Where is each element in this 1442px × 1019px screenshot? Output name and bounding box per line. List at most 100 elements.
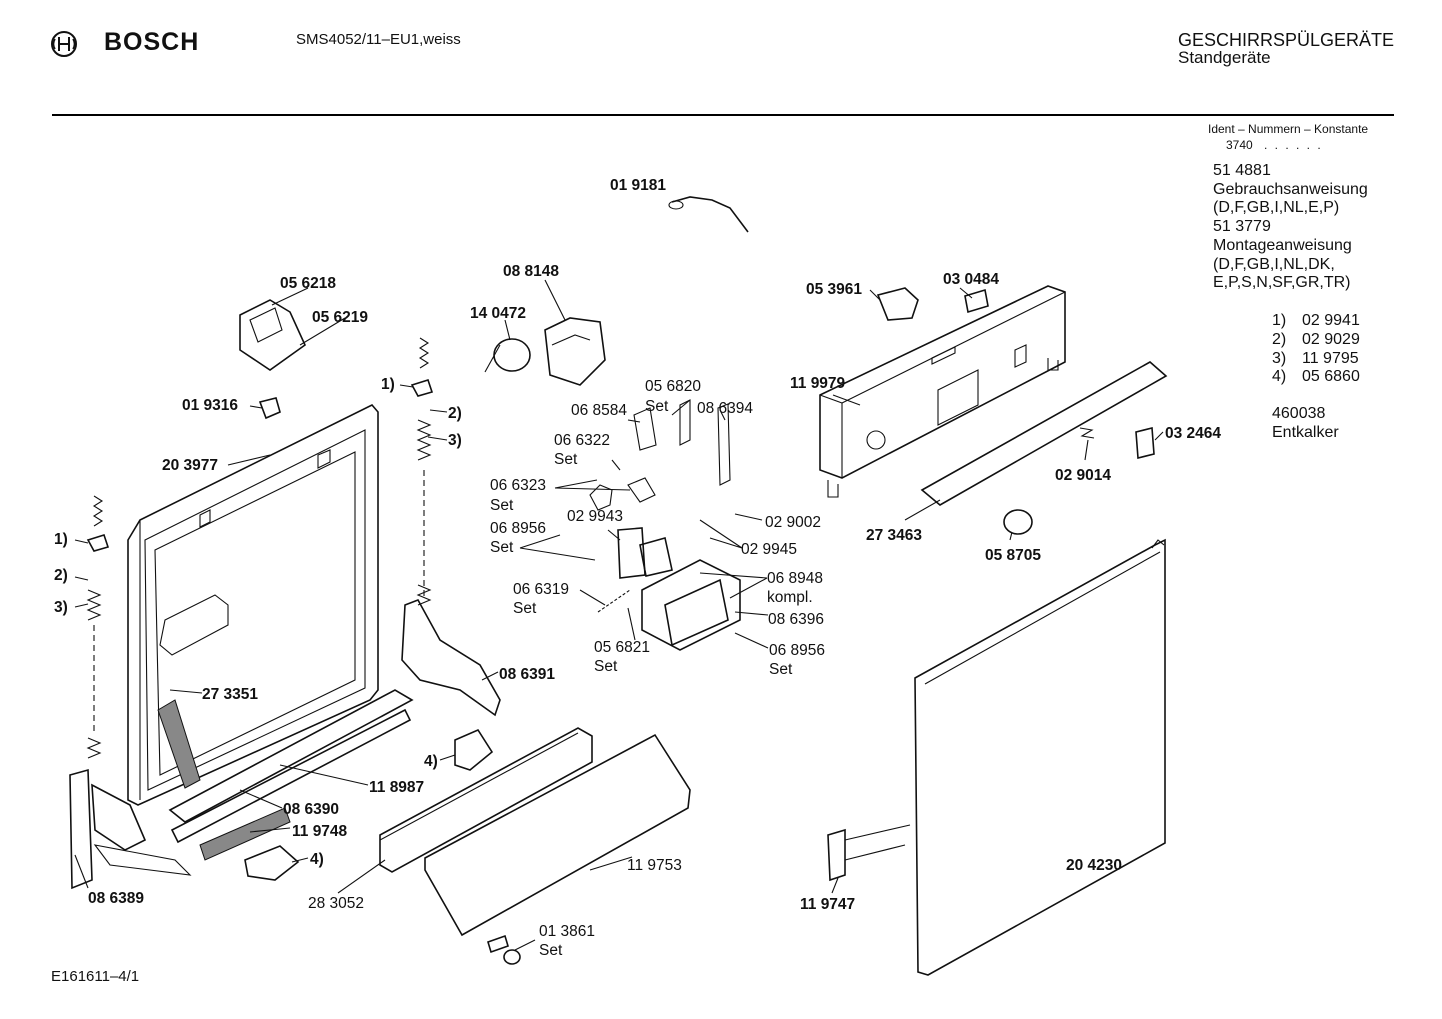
legend-part: 11 9795: [1302, 349, 1359, 367]
descaler-info: 460038 Entkalker: [1272, 405, 1339, 442]
header-divider: [52, 114, 1394, 116]
timer-motor: [544, 317, 606, 386]
legend-row: 3) 11 9795: [1272, 350, 1360, 369]
callout-140472: 14 0472: [470, 305, 526, 322]
callout-086391: 08 6391: [499, 666, 555, 683]
document-line: Gebrauchsanweisung: [1213, 180, 1368, 198]
document-line: 51 3779: [1213, 218, 1271, 236]
callout-066322-set: Set: [554, 451, 578, 468]
callout-118987: 11 8987: [369, 779, 424, 796]
descaler-label: Entkalker: [1272, 423, 1339, 441]
callout-056821-set: Set: [594, 658, 618, 675]
drawing-reference: E161611–4/1: [51, 968, 140, 985]
footnote-ref-2: 2): [448, 405, 462, 422]
inner-door-frame: [127, 404, 379, 806]
clip-019316: [258, 397, 281, 420]
legend-part: 02 9941: [1302, 312, 1360, 329]
footnote-ref-4: 4): [310, 851, 324, 868]
callout-088148: 08 8148: [503, 263, 559, 280]
callout-086396: 08 6396: [768, 611, 824, 628]
callout-068948: 06 8948: [767, 570, 823, 587]
kickplate-283052: [379, 727, 593, 873]
screw-013861: [487, 934, 521, 965]
callout-283052: 28 3052: [308, 895, 364, 912]
callout-086390: 08 6390: [283, 801, 339, 818]
callout-086394: 08 6394: [697, 400, 753, 417]
bottom-rail-118987: [168, 689, 414, 823]
kickplate-119753: [424, 733, 691, 937]
legend-key: 2): [1272, 330, 1287, 348]
clip-030484: [964, 288, 989, 314]
callout-030484: 03 0484: [943, 271, 999, 288]
footnote-legend: 1) 02 9941 2) 02 9029 3) 11 9795 4) 05 6860: [1272, 312, 1360, 387]
callout-056219: 05 6219: [312, 309, 368, 326]
callout-029014: 02 9014: [1055, 467, 1111, 484]
callout-068956-b-set: Set: [769, 661, 793, 678]
hinge-brackets-top: [239, 299, 307, 371]
callout-066322: 06 6322: [554, 432, 610, 449]
callout-labels: 01 9181 08 8148 05 6218 05 6219 14 0472 …: [54, 177, 1221, 959]
legend-row: 4) 05 6860: [1272, 368, 1360, 387]
leader-lines: [74, 279, 1164, 951]
hinge-left: [69, 768, 192, 890]
model-number: SMS4052/11–EU1,weiss: [296, 31, 461, 48]
bosch-armature-icon: [51, 31, 77, 57]
ident-value: 3740: [1226, 138, 1253, 152]
callout-056218: 05 6218: [280, 275, 336, 292]
footnote-ref-3: 3): [54, 599, 68, 616]
footnote-ref-1: 1): [54, 531, 68, 548]
legend-row: 1) 02 9941: [1272, 312, 1360, 331]
callout-013861-set: Set: [539, 942, 563, 959]
legend-part: 05 6860: [1302, 368, 1360, 386]
legend-key: 4): [1272, 368, 1287, 386]
legend-part: 02 9029: [1302, 330, 1360, 348]
document-line: E,P,S,N,SF,GR,TR): [1213, 274, 1351, 292]
button-032464: [1135, 426, 1155, 460]
callout-019181: 01 9181: [610, 177, 666, 194]
callout-066319: 06 6319: [513, 581, 569, 598]
category-title: GESCHIRRSPÜLGERÄTE: [1178, 30, 1395, 50]
callout-203977: 20 3977: [162, 457, 218, 474]
brand-name: BOSCH: [104, 28, 200, 56]
control-panel: [819, 285, 1066, 498]
bracket-086391: [401, 599, 501, 717]
ident-dots: . . . . . .: [1264, 138, 1323, 152]
callout-029945: 02 9945: [741, 541, 797, 558]
descaler-part: 460038: [1272, 405, 1326, 422]
footnote-ref-1: 1): [381, 376, 395, 393]
callout-058705: 05 8705: [985, 547, 1041, 564]
insulation-119748: [199, 807, 291, 861]
callout-119753: 11 9753: [627, 857, 682, 874]
footnote-ref-2: 2): [54, 567, 68, 584]
category-subtitle: Standgeräte: [1178, 48, 1271, 67]
seal-block-4b: [244, 845, 300, 881]
callout-273463: 27 3463: [866, 527, 922, 544]
legend-key: 1): [1272, 312, 1287, 329]
strip-273463: [920, 361, 1168, 506]
timer-knob-disc: [484, 338, 531, 373]
seal-block-4a: [454, 728, 494, 771]
document-list: 51 4881 Gebrauchsanweisung (D,F,GB,I,NL,…: [1213, 162, 1368, 293]
callout-273351: 27 3351: [202, 686, 258, 703]
hinge-119747: [827, 824, 911, 882]
callout-068956-b: 06 8956: [769, 642, 825, 659]
callout-119748: 11 9748: [292, 823, 348, 840]
callout-032464: 03 2464: [1165, 425, 1221, 442]
channel-086390: [170, 708, 412, 844]
callout-013861: 01 3861: [539, 923, 595, 940]
callout-066319-set: Set: [513, 600, 537, 617]
callout-086389: 08 6389: [88, 890, 144, 907]
callout-019316: 01 9316: [182, 397, 238, 414]
footnote-ref-3: 3): [448, 432, 462, 449]
legend-key: 3): [1272, 349, 1287, 367]
callout-029002: 02 9002: [765, 514, 821, 531]
cable-sensor: [668, 196, 749, 233]
callout-204230: 20 4230: [1066, 857, 1122, 874]
ident-heading: Ident – Nummern – Konstante: [1208, 122, 1369, 136]
callout-066323: 06 6323: [490, 477, 546, 494]
footnote-ref-4: 4): [424, 753, 438, 770]
callout-056820-set: Set: [645, 398, 669, 415]
callout-119747: 11 9747: [800, 896, 855, 913]
document-line: Montageanweisung: [1213, 236, 1352, 254]
